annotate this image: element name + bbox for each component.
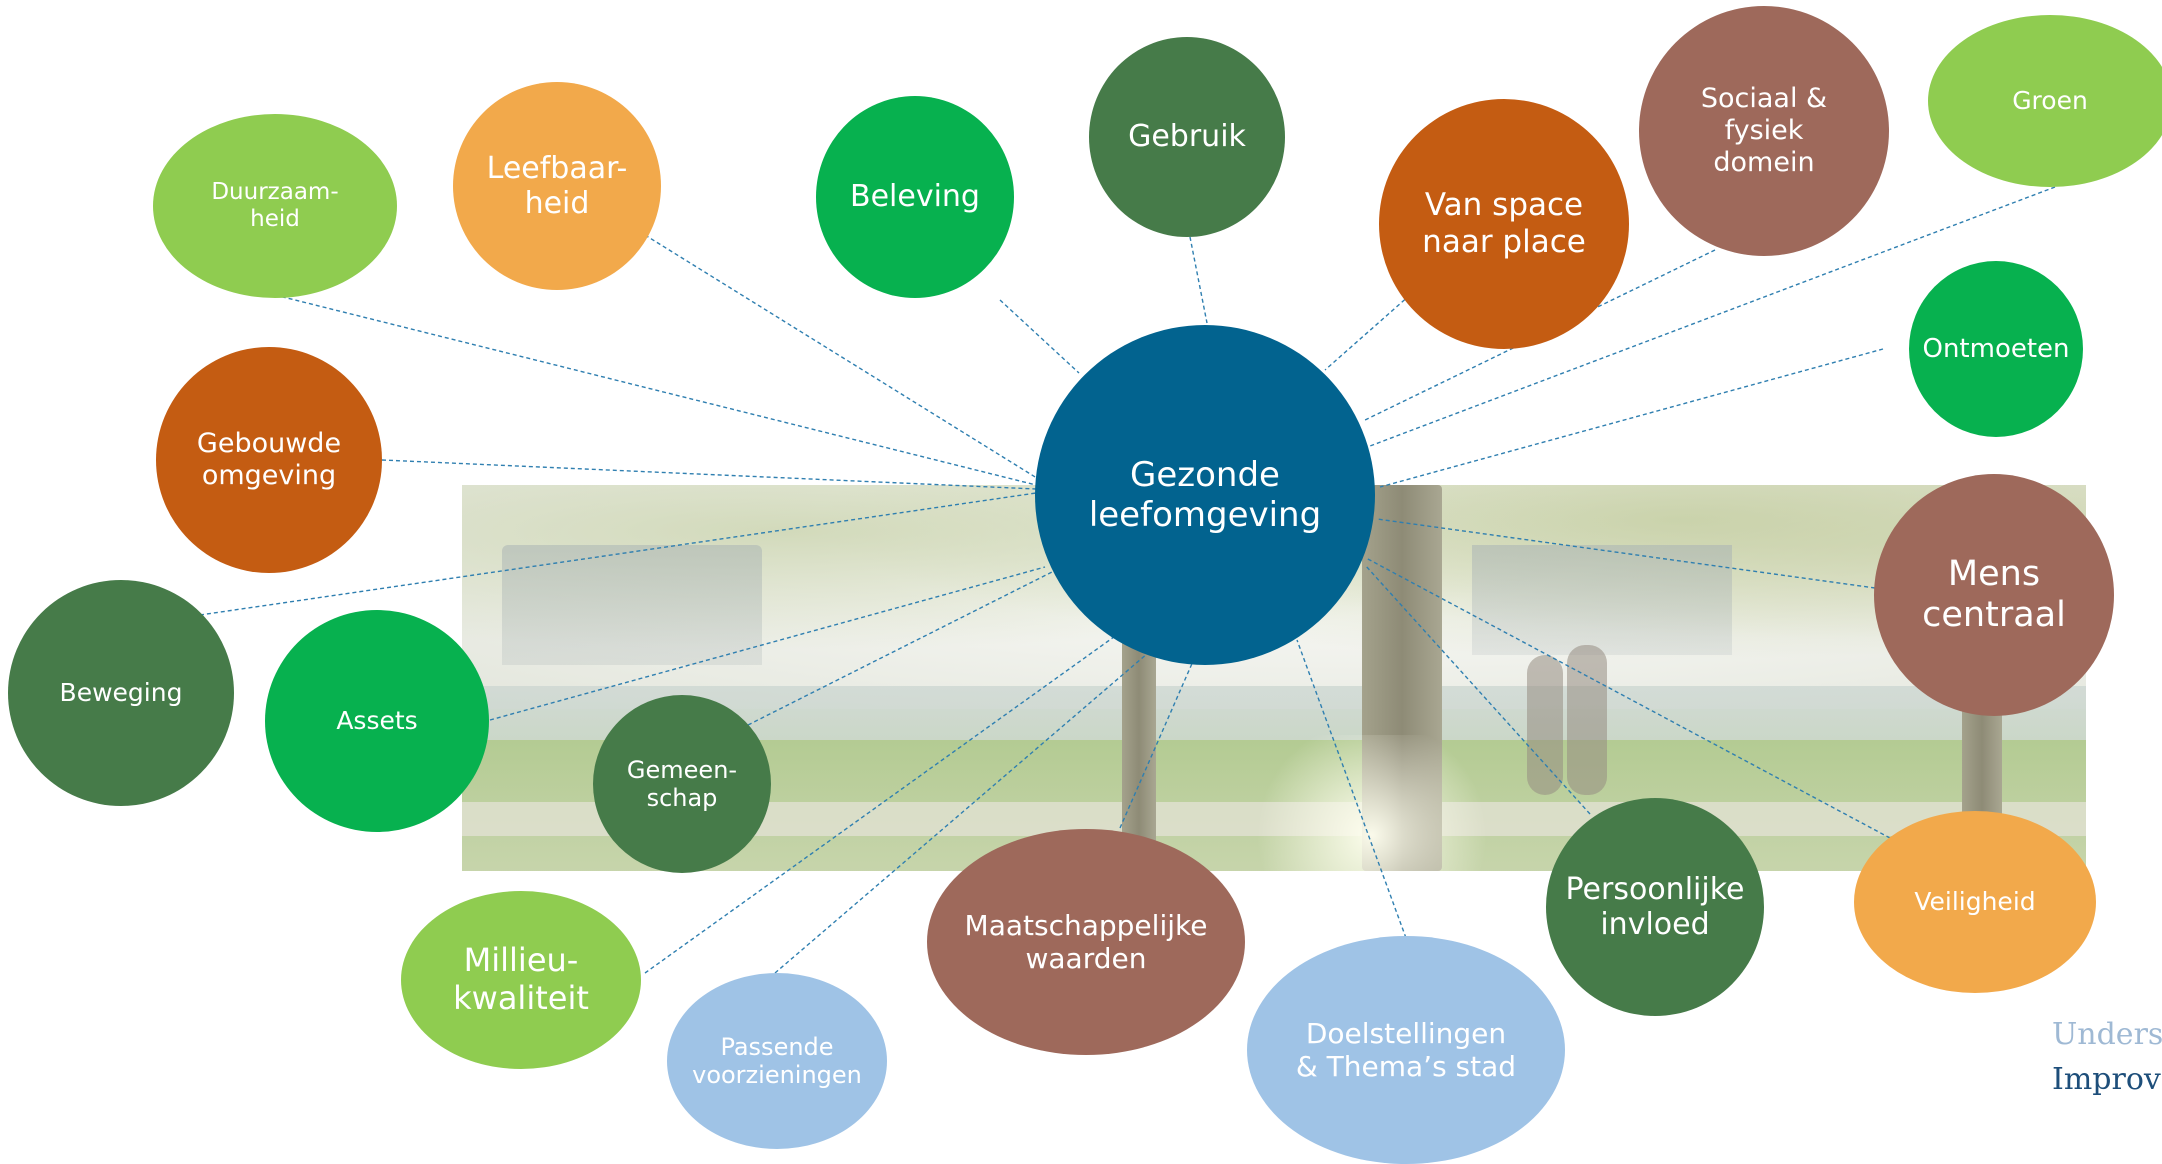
bubble-gebruik: Gebruik: [1089, 37, 1285, 237]
bubble-sociaal-fysiek-domein: Sociaal & fysiek domein: [1639, 6, 1889, 256]
bubble-label: Gebouwde omgeving: [196, 428, 342, 491]
bubble-leefbaarheid: Leefbaar- heid: [453, 82, 661, 290]
connector-van-space-naar-place: [1324, 294, 1411, 371]
connector-persoonlijke-invloed: [1364, 564, 1591, 815]
connector-gemeenschap: [747, 571, 1053, 726]
bubble-label: Gebruik: [1128, 119, 1246, 155]
bubble-gebouwde-omgeving: Gebouwde omgeving: [156, 347, 382, 573]
bubble-groen: Groen: [1928, 15, 2162, 187]
bubble-veiligheid: Veiligheid: [1854, 811, 2096, 993]
bubble-duurzaamheid: Duurzaam- heid: [153, 114, 397, 298]
bubble-label: Veiligheid: [1914, 887, 2036, 917]
connector-beweging: [199, 492, 1037, 616]
bubble-label: Leefbaar- heid: [486, 150, 628, 221]
connector-sociaal-fysiek-domein: [1364, 249, 1716, 421]
bubble-label: Persoonlijke invloed: [1565, 871, 1745, 942]
bubble-ontmoeten: Ontmoeten: [1909, 261, 2083, 437]
bubble-label: Mens centraal: [1922, 553, 2066, 635]
bubble-assets: Assets: [265, 610, 489, 832]
bubble-label: Doelstellingen & Thema’s stad: [1295, 1016, 1517, 1083]
connector-assets: [489, 566, 1046, 721]
connector-doelstellingen-themas-stad: [1296, 639, 1407, 939]
bubble-van-space-naar-place: Van space naar place: [1379, 99, 1629, 349]
bubble-label: Passende voorzieningen: [692, 1032, 862, 1089]
center-bubble: Gezonde leefomgeving: [1035, 325, 1375, 665]
bubble-mens-centraal: Mens centraal: [1874, 474, 2114, 716]
connector-duurzaamheid: [274, 294, 1037, 486]
bubble-beweging: Beweging: [8, 580, 234, 806]
bubble-beleving: Beleving: [816, 96, 1014, 298]
bubble-label: Millieu- kwaliteit: [453, 941, 589, 1017]
connector-gebruik: [1189, 236, 1208, 324]
bubble-label: Groen: [2012, 86, 2088, 116]
connector-ontmoeten: [1379, 348, 1884, 488]
brand-text-line2: Improv: [2052, 1062, 2161, 1097]
connector-gebouwde-omgeving: [381, 459, 1037, 490]
bubble-label: Beweging: [59, 678, 183, 708]
connector-milieukwaliteit: [644, 633, 1119, 974]
bubble-label: Van space naar place: [1422, 187, 1586, 260]
center-label: Gezonde leefomgeving: [1088, 454, 1322, 535]
bubble-gemeenschap: Gemeen- schap: [593, 695, 771, 873]
connector-leefbaarheid: [644, 234, 1041, 481]
bubble-label: Maatschappelijke waarden: [964, 908, 1208, 975]
connector-veiligheid: [1365, 557, 1891, 839]
bubble-persoonlijke-invloed: Persoonlijke invloed: [1546, 798, 1764, 1016]
bubble-milieukwaliteit: Millieu- kwaliteit: [401, 891, 641, 1069]
bubble-label: Assets: [336, 706, 418, 736]
connector-maatschappelijke-waarden: [1119, 658, 1195, 829]
bubble-label: Beleving: [850, 179, 980, 215]
bubble-maatschappelijke-waarden: Maatschappelijke waarden: [927, 829, 1245, 1055]
connector-beleving: [999, 299, 1080, 374]
connector-mens-centraal: [1376, 518, 1876, 589]
brand-text-line1: Unders: [2052, 1017, 2162, 1052]
bubble-doelstellingen-themas-stad: Doelstellingen & Thema’s stad: [1247, 936, 1565, 1164]
bubble-label: Sociaal & fysiek domein: [1700, 83, 1828, 178]
bubble-label: Ontmoeten: [1922, 333, 2070, 364]
connector-groen: [1369, 186, 2056, 447]
bubble-label: Gemeen- schap: [626, 755, 738, 812]
bubble-passende-voorzieningen: Passende voorzieningen: [667, 973, 887, 1149]
bubble-label: Duurzaam- heid: [211, 178, 339, 232]
